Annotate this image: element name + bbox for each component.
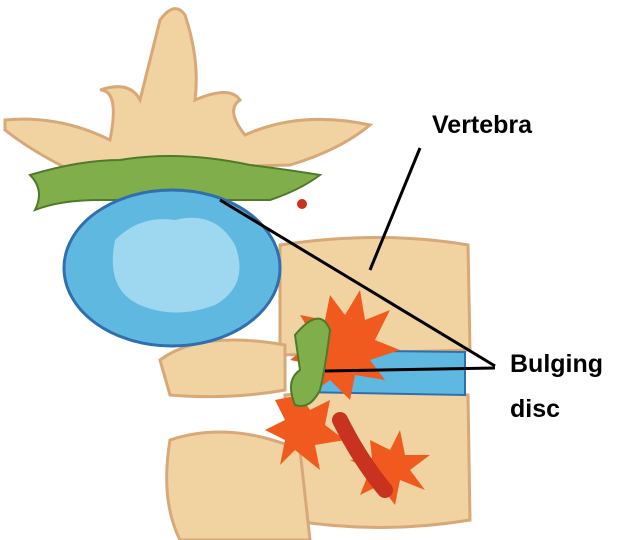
disc-nucleus bbox=[112, 217, 240, 313]
leader-lines bbox=[219, 147, 496, 373]
nerve-root bbox=[290, 317, 332, 407]
spinal-nerve-band bbox=[28, 155, 323, 212]
bulging-disc-label-line1: Bulging bbox=[510, 350, 604, 378]
vertebra-label: Vertebra bbox=[432, 111, 533, 139]
bulging-disc-label-line2: disc bbox=[510, 395, 561, 423]
nerve-root-red bbox=[332, 412, 393, 498]
top-vertebra bbox=[3, 7, 374, 172]
